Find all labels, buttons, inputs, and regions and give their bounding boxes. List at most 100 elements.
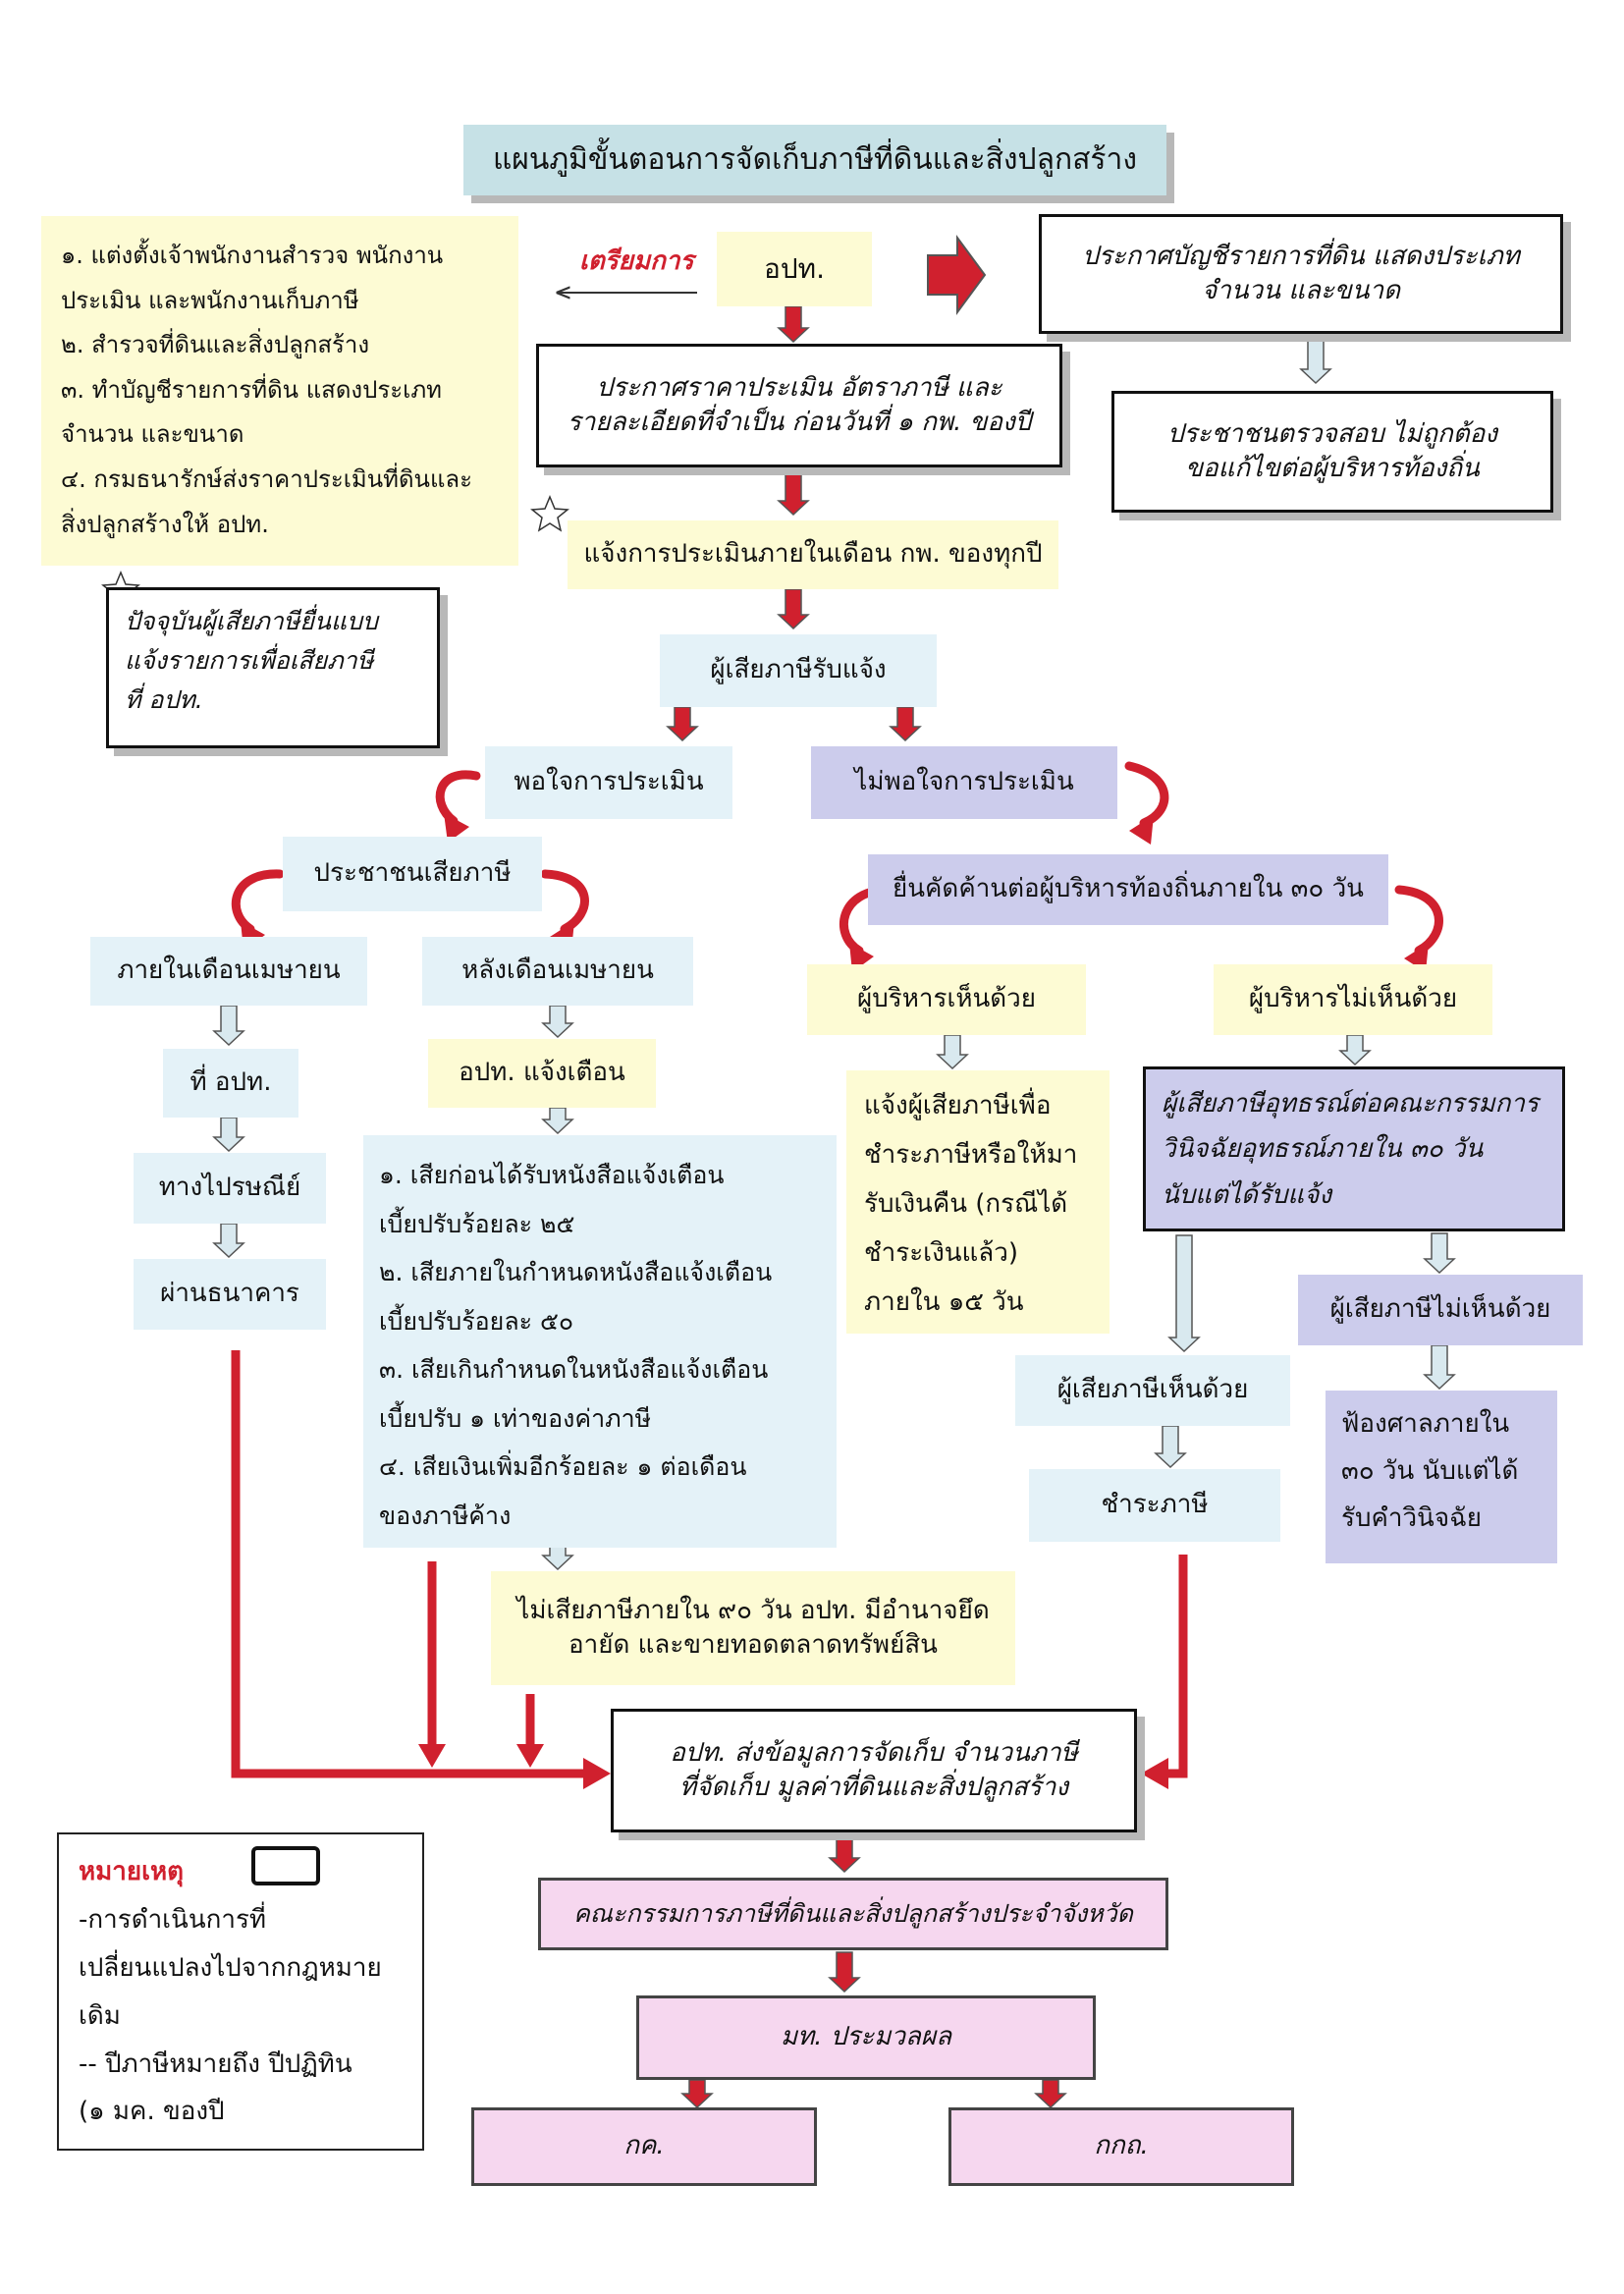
red-down-arrow [666, 706, 699, 742]
public-check-line: ประชาชนตรวจสอบ ไม่ถูกต้อง [1167, 418, 1497, 449]
announce-list-box: ประกาศบัญชีรายการที่ดิน แสดงประเภท จำนวน… [1039, 214, 1563, 334]
light-down-arrow [1423, 1232, 1456, 1275]
post-box: ทางไปรษณีย์ [134, 1153, 326, 1224]
penalty-line: เบี้ยปรับร้อยละ ๕๐ [379, 1306, 574, 1336]
opt-box: อปท. [717, 232, 872, 306]
refund-line: รับเงินคืน (กรณีได้ [864, 1188, 1068, 1219]
curve-arrow-disagree [1394, 885, 1443, 956]
note-line: -การดำเนินการที่ [79, 1904, 267, 1935]
appeal-line: ผู้เสียภาษีอุทธรณ์ต่อคณะกรรมการ [1162, 1089, 1539, 1119]
note-line: เดิม [79, 2000, 121, 2031]
exec-agree-box: ผู้บริหารเห็นด้วย [807, 964, 1086, 1035]
red-down-arrow [1034, 2079, 1067, 2109]
unsatisfied-box: ไม่พอใจการประเมิน [811, 746, 1117, 819]
opt-warn-box: อปท. แจ้งเตือน [428, 1039, 656, 1108]
red-down-arrow [777, 468, 810, 517]
court-box: ฟ้องศาลภายใน ๓๐ วัน นับแต่ได้ รับคำวินิจ… [1326, 1391, 1557, 1563]
light-down-arrow [212, 1223, 245, 1259]
refund-line: ภายใน ๑๕ วัน [864, 1286, 1024, 1317]
tp-disagree-box: ผู้เสียภาษีไม่เห็นด้วย [1298, 1275, 1583, 1345]
bank-to-send-line [231, 1350, 587, 1778]
current-line: ที่ อปท. [125, 685, 203, 714]
seize-line: ไม่เสียภาษีภายใน ๙๐ วัน อปท. มีอำนาจยึด [516, 1595, 990, 1625]
curve-arrow-within [231, 869, 285, 934]
current-line: แจ้งรายการเพื่อเสียภาษี [125, 646, 374, 675]
seize-line: อายัด และขายทอดตลาดทรัพย์สิน [568, 1630, 938, 1660]
kk-box: กค. [471, 2107, 817, 2186]
note-line: เปลี่ยนแปลงไปจากกฎหมาย [79, 1952, 382, 1983]
public-check-box: ประชาชนตรวจสอบ ไม่ถูกต้อง ขอแก้ไขต่อผู้บ… [1111, 391, 1553, 513]
penalty-line: เบี้ยปรับร้อยละ ๒๕ [379, 1209, 575, 1238]
note-legend-swatch [251, 1846, 320, 1885]
note-title: หมายเหตุ [79, 1857, 185, 1886]
bank-box: ผ่านธนาคาร [134, 1259, 326, 1330]
light-down-arrow [212, 1005, 245, 1047]
light-down-arrow [1154, 1425, 1187, 1469]
announce-price-box: ประกาศราคาประเมิน อัตราภาษี และ รายละเอี… [536, 344, 1062, 467]
light-down-arrow [1423, 1344, 1456, 1391]
light-down-arrow [1167, 1234, 1201, 1353]
penalty-line: ๔. เสียเงินเพิ่มอีกร้อยละ ๑ ต่อเดือน [379, 1452, 747, 1481]
curve-arrow-after [540, 869, 589, 934]
red-down-arrow [777, 305, 810, 344]
within-april-box: ภายในเดือนเมษายน [90, 937, 367, 1006]
light-down-arrow [936, 1034, 969, 1070]
light-down-arrow [541, 1107, 574, 1135]
note-line: -- ปีภาษีหมายถึง ปีปฏิทิน [79, 2048, 352, 2079]
announce-list-line: ประกาศบัญชีรายการที่ดิน แสดงประเภท [1082, 241, 1520, 271]
paytax-to-send-line [1164, 1555, 1188, 1778]
refund-line: ชำระภาษีหรือให้มา [864, 1139, 1078, 1170]
page-title: แผนภูมิขั้นตอนการจัดเก็บภาษีที่ดินและสิ่… [463, 125, 1166, 195]
kkt-box: กกถ. [948, 2107, 1294, 2186]
penalty-line: ๒. เสียภายในกำหนดหนังสือแจ้งเตือน [379, 1258, 773, 1286]
light-down-arrow [541, 1545, 574, 1571]
pay-box: ประชาชนเสียภาษี [283, 837, 542, 911]
seize-box: ไม่เสียภาษีภายใน ๙๐ วัน อปท. มีอำนาจยึด … [491, 1571, 1015, 1685]
light-down-arrow [212, 1117, 245, 1153]
red-down-arrow [828, 1831, 861, 1874]
red-down-arrow [889, 706, 922, 742]
penalties-box: ๑. เสียก่อนได้รับหนังสือแจ้งเตือน เบี้ยป… [363, 1135, 837, 1548]
send-data-line: อปท. ส่งข้อมูลการจัดเก็บ จำนวนภาษี [670, 1737, 1078, 1768]
red-down-arrow [828, 1951, 861, 1994]
red-down-arrow [777, 588, 810, 630]
after-april-box: หลังเดือนเมษายน [422, 937, 693, 1006]
light-down-arrow [541, 1005, 574, 1039]
court-line: ๓๐ วัน นับแต่ได้ [1341, 1456, 1519, 1487]
prep-list: ๑. แต่งตั้งเจ้าพนักงานสำรวจ พนักงาน ประเ… [41, 216, 518, 566]
appeal-box: ผู้เสียภาษีอุทธรณ์ต่อคณะกรรมการ วินิจฉัย… [1143, 1066, 1565, 1231]
object-box: ยื่นคัดค้านต่อผู้บริหารท้องถิ่นภายใน ๓๐ … [868, 854, 1388, 925]
court-line: รับคำวินิจฉัย [1341, 1503, 1483, 1534]
current-line: ปัจจุบันผู้เสียภาษียื่นแบบ [125, 607, 378, 635]
refund-line: แจ้งผู้เสียภาษีเพื่อ [864, 1091, 1052, 1120]
note-line: (๑ มค. ของปี [79, 2097, 225, 2127]
curve-arrow-unsatisfied [1124, 761, 1169, 828]
appeal-line: วินิจฉัยอุทธรณ์ภายใน ๓๐ วัน [1162, 1134, 1484, 1165]
notify-box: แจ้งการประเมินภายในเดือน กพ. ของทุกปี [568, 520, 1058, 589]
penalty-line: ของภาษีค้าง [379, 1501, 512, 1530]
prep-item: จำนวน และขนาด [61, 420, 244, 449]
committee-box: คณะกรรมการภาษีที่ดินและสิ่งปลูกสร้างประจ… [538, 1878, 1168, 1950]
mt-box: มท. ประมวลผล [636, 1995, 1096, 2080]
prep-item: ๓. ทำบัญชีรายการที่ดิน แสดงประเภท [61, 375, 442, 404]
star-icon [530, 495, 569, 532]
public-check-line: ขอแก้ไขต่อผู้บริหารท้องถิ่น [1185, 454, 1480, 483]
penalty-line: เบี้ยปรับ ๑ เท่าของค่าภาษี [379, 1403, 652, 1433]
prep-label: เตรียมการ [579, 246, 694, 276]
exec-disagree-box: ผู้บริหารไม่เห็นด้วย [1214, 964, 1492, 1035]
prep-item: ๑. แต่งตั้งเจ้าพนักงานสำรวจ พนักงาน [61, 242, 444, 269]
refund-box: แจ้งผู้เสียภาษีเพื่อ ชำระภาษีหรือให้มา ร… [846, 1070, 1110, 1334]
court-line: ฟ้องศาลภายใน [1341, 1409, 1510, 1439]
note-box: หมายเหตุ -การดำเนินการที่ เปลี่ยนแปลงไปจ… [57, 1832, 424, 2151]
send-data-line: ที่จัดเก็บ มูลค่าที่ดินและสิ่งปลูกสร้าง [678, 1773, 1069, 1802]
announce-price-line: รายละเอียดที่จำเป็น ก่อนวันที่ ๑ กพ. ของ… [567, 408, 1032, 437]
prep-item: สิ่งปลูกสร้างให้ อปท. [61, 510, 269, 538]
pay-tax-box: ชำระภาษี [1029, 1469, 1280, 1542]
announce-price-line: ประกาศราคาประเมิน อัตราภาษี และ [596, 372, 1002, 403]
current-practice-box: ปัจจุบันผู้เสียภาษียื่นแบบ แจ้งรายการเพื… [106, 587, 440, 748]
penalty-line: ๓. เสียเกินกำหนดในหนังสือแจ้งเตือน [379, 1355, 769, 1384]
refund-line: ชำระเงินแล้ว) [864, 1237, 1018, 1268]
announce-list-line: จำนวน และขนาด [1202, 276, 1400, 305]
satisfied-box: พอใจการประเมิน [485, 746, 732, 819]
light-down-arrow [1299, 335, 1332, 385]
